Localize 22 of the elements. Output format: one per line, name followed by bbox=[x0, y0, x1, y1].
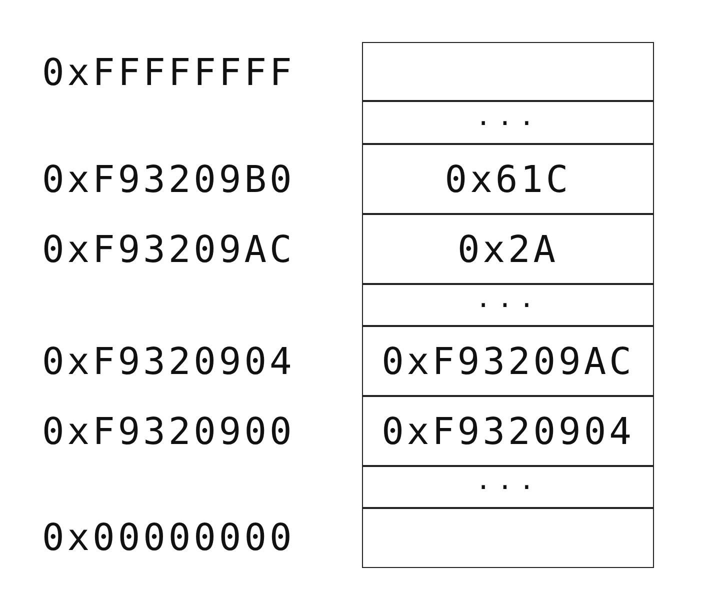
address-label: 0xF93209B0 bbox=[42, 160, 295, 198]
memory-cell bbox=[362, 395, 654, 467]
empty-memory-cell bbox=[362, 42, 654, 102]
cell-value: 0xF93209AC bbox=[382, 342, 634, 380]
cell-value: 0xF9320904 bbox=[382, 412, 634, 450]
cell-value: ... bbox=[476, 286, 540, 312]
empty-memory-cell bbox=[362, 507, 654, 568]
memory-cell bbox=[362, 325, 654, 397]
memory-cell bbox=[362, 283, 654, 327]
address-label: 0xF93209AC bbox=[42, 230, 295, 268]
address-label: 0xFFFFFFFF bbox=[42, 54, 295, 90]
address-label: 0xF9320900 bbox=[42, 412, 295, 450]
memory-cell bbox=[362, 100, 654, 145]
memory-cell bbox=[362, 143, 654, 215]
cell-value: 0x2A bbox=[457, 230, 559, 268]
address-label: 0xF9320904 bbox=[42, 342, 295, 380]
memory-cell bbox=[362, 465, 654, 509]
cell-value: ... bbox=[476, 468, 540, 494]
cell-value: 0x61C bbox=[444, 160, 572, 198]
address-label: 0x00000000 bbox=[42, 519, 295, 556]
cell-value: ... bbox=[476, 104, 540, 130]
memory-cell bbox=[362, 213, 654, 285]
